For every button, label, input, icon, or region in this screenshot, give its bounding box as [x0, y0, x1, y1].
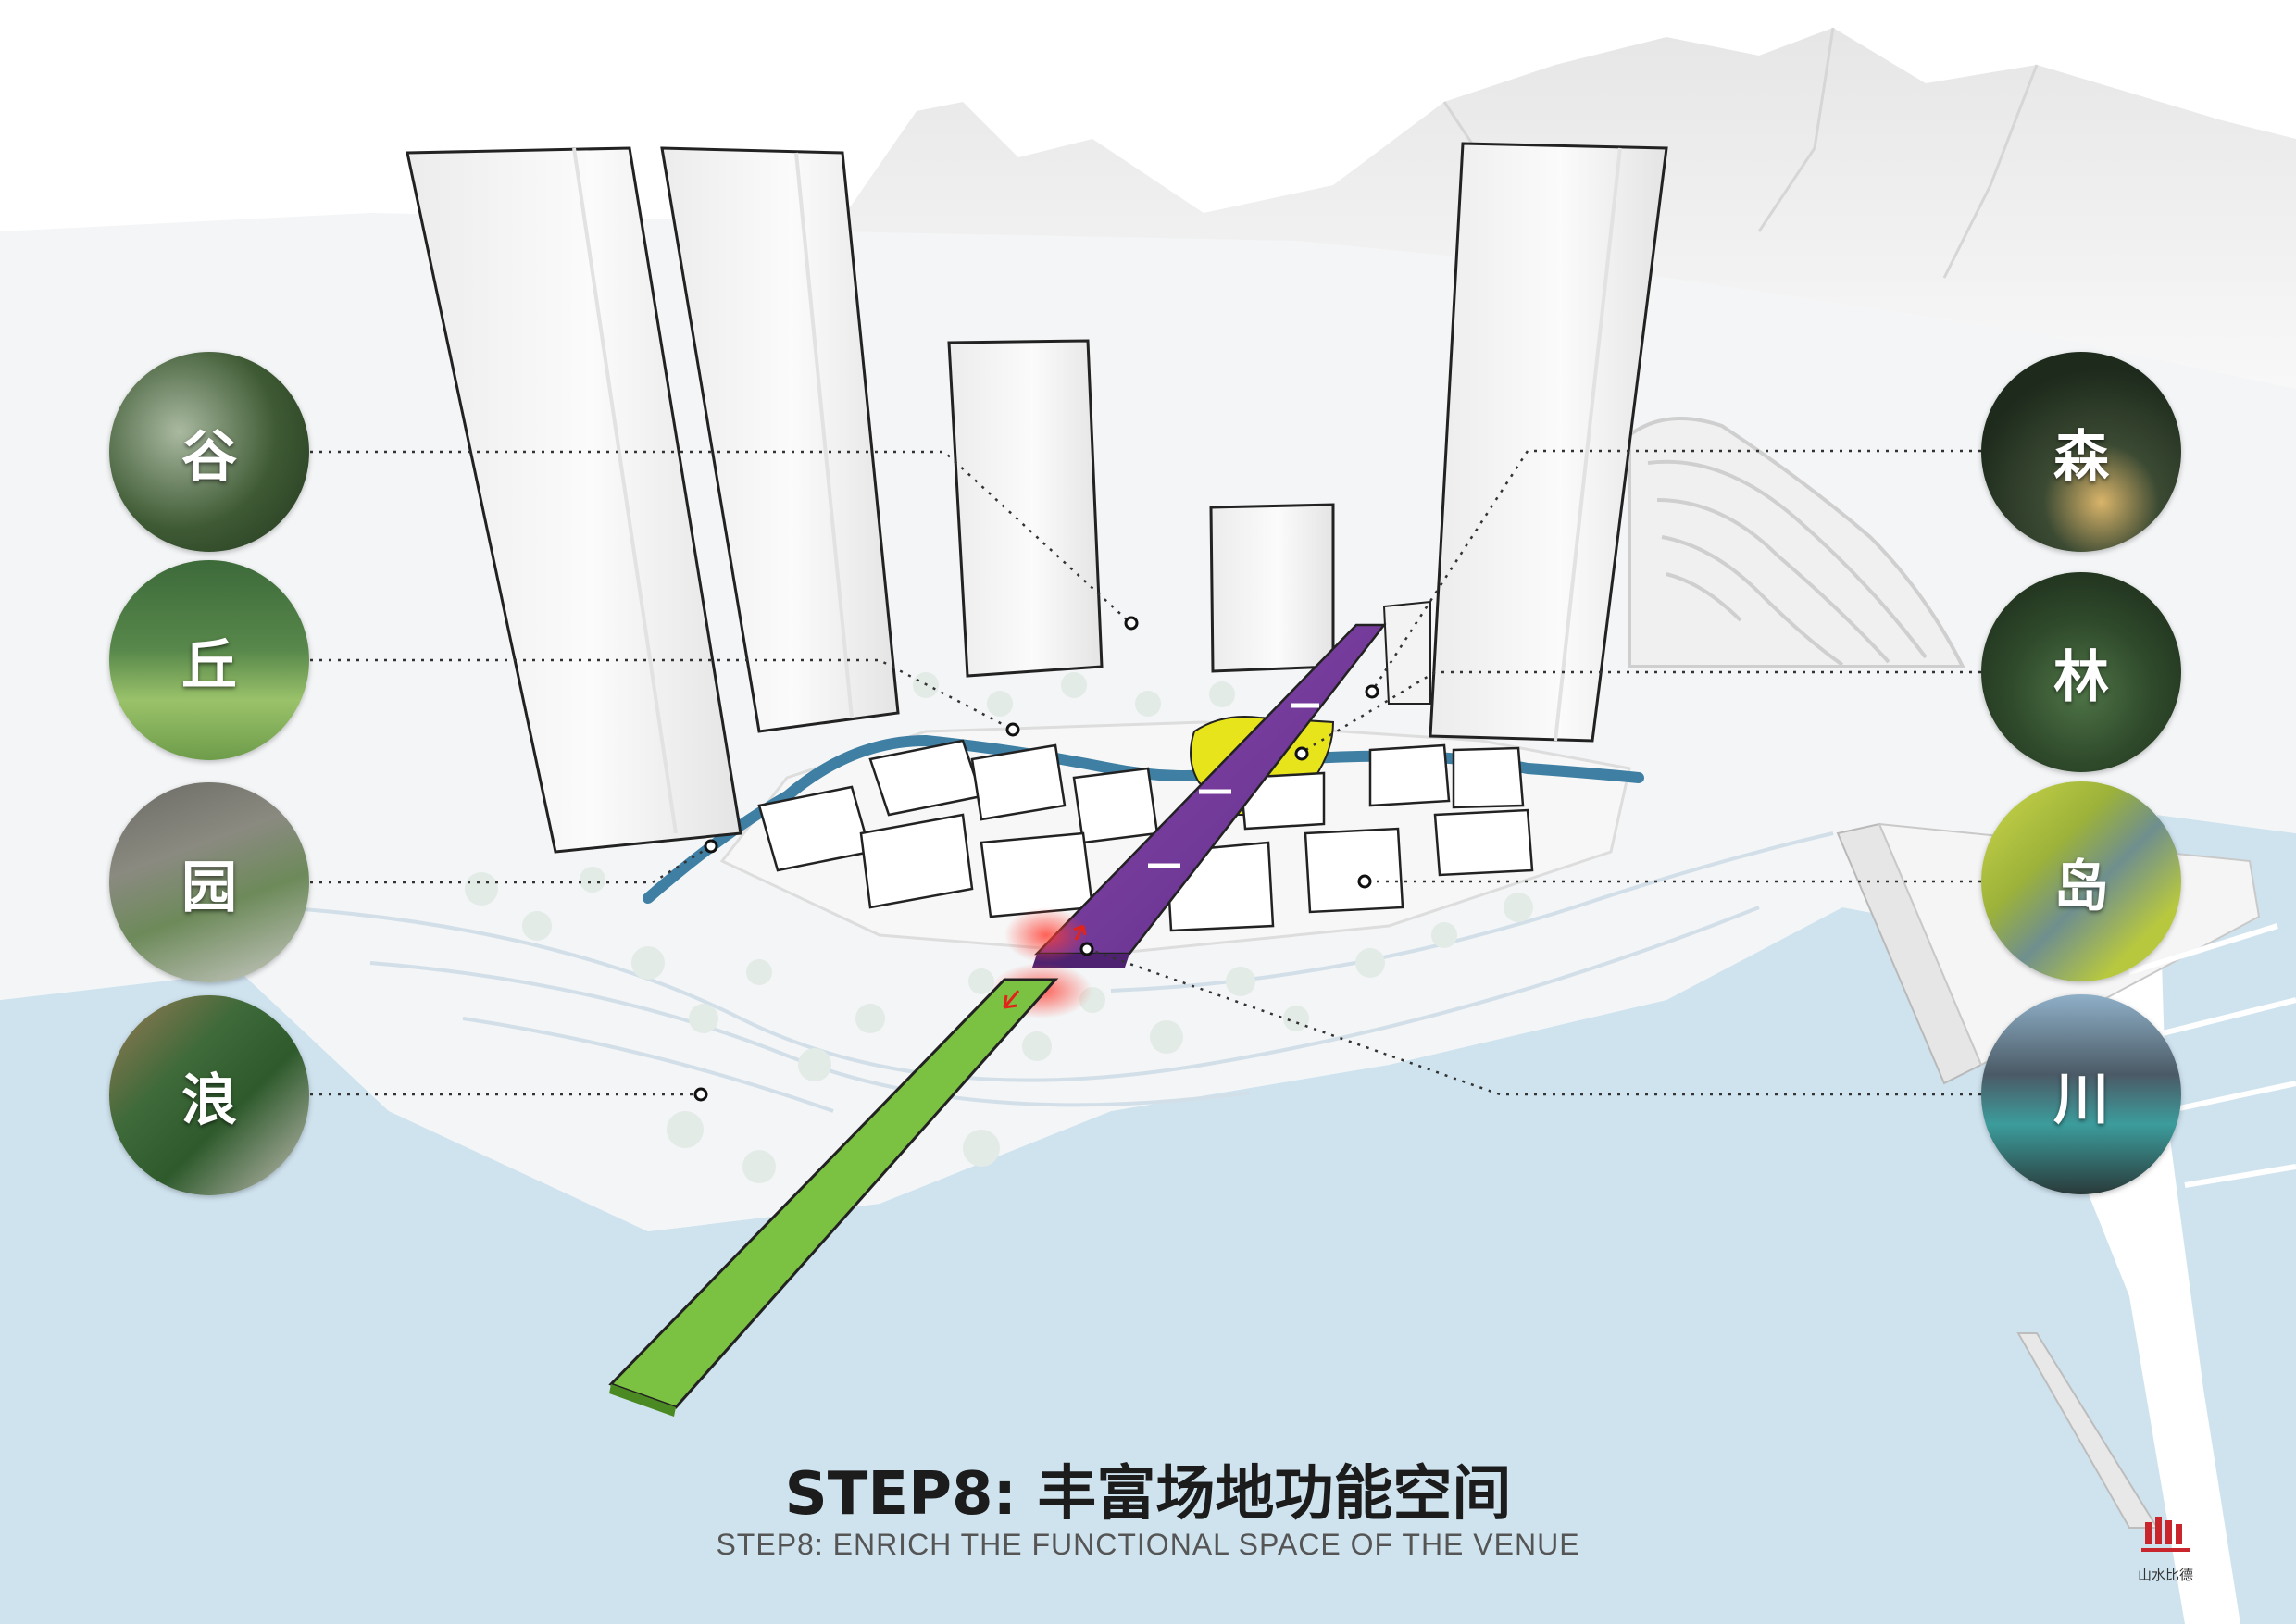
- badge-island: 岛: [1981, 781, 2181, 981]
- green-bridge-side: [609, 1384, 676, 1417]
- exit-arrow-icon: [1073, 924, 1087, 941]
- logo-bars-icon: [2141, 1517, 2190, 1552]
- badge-wave: 浪: [109, 995, 309, 1195]
- badge-valley: 谷: [109, 352, 309, 552]
- badge-valley-label: 谷: [181, 424, 237, 490]
- page-subtitle: STEP8: ENRICH THE FUNCTIONAL SPACE OF TH…: [716, 1528, 1580, 1561]
- page-title: STEP8: 丰富场地功能空间: [784, 1460, 1512, 1529]
- water-body: [0, 907, 2185, 1624]
- badge-woods-label: 林: [2053, 644, 2109, 710]
- leader-endpoints: [693, 616, 1379, 1102]
- badge-hill-label: 丘: [181, 632, 237, 698]
- badge-stream-label: 川: [2053, 1067, 2109, 1132]
- low-rise-blocks: [757, 739, 1534, 932]
- badge-forest-label: 森: [2053, 424, 2109, 490]
- access-glow-upper: [1004, 907, 1088, 963]
- water-right: [2157, 815, 2296, 1624]
- badge-garden-label: 园: [181, 855, 237, 920]
- tower-2: [660, 146, 900, 733]
- company-logo: 山水比德: [2126, 1517, 2205, 1591]
- badge-island-label: 岛: [2053, 854, 2109, 919]
- trees: [465, 672, 1533, 1183]
- badge-hill: 丘: [109, 560, 309, 760]
- tower-4: [1209, 503, 1335, 673]
- badge-stream: 川: [1981, 994, 2181, 1194]
- tower-3: [947, 339, 1104, 678]
- badge-garden: 园: [109, 782, 309, 982]
- badge-wave-label: 浪: [181, 1068, 237, 1133]
- entry-arrow-icon: [1003, 990, 1020, 1009]
- badge-woods: 林: [1981, 572, 2181, 772]
- walkway-crossings: [1148, 703, 1319, 868]
- leader-lines-right: [1087, 449, 1981, 1096]
- tower-1: [406, 146, 742, 854]
- tower-5: [1382, 142, 1668, 743]
- logo-text: 山水比德: [2137, 1567, 2193, 1583]
- terraced-hill: [1628, 417, 1966, 668]
- badge-forest: 森: [1981, 352, 2181, 552]
- leader-lines-left: [310, 450, 1130, 1096]
